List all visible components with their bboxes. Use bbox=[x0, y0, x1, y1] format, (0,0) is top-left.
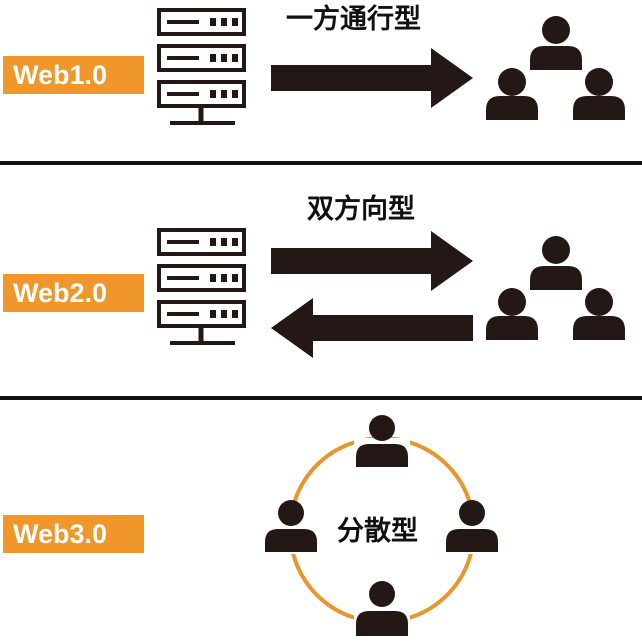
web1-title: 一方通行型 bbox=[286, 4, 421, 35]
person-icon bbox=[444, 500, 500, 554]
web1-label: Web1.0 bbox=[3, 56, 144, 94]
person-icon bbox=[486, 68, 538, 120]
network-ring bbox=[264, 415, 500, 642]
person-icon bbox=[354, 415, 410, 474]
person-icon bbox=[354, 581, 410, 642]
divider-1 bbox=[0, 161, 642, 165]
arrow-left-icon bbox=[271, 298, 473, 358]
person-icon bbox=[573, 68, 625, 120]
person-icon bbox=[264, 500, 320, 554]
server-icon bbox=[157, 228, 246, 345]
arrow-right-icon bbox=[271, 231, 473, 291]
arrow-right-icon bbox=[271, 48, 473, 108]
person-icon bbox=[530, 16, 582, 70]
person-icon bbox=[573, 288, 625, 340]
person-icon bbox=[530, 236, 582, 290]
web2-label: Web2.0 bbox=[3, 274, 144, 312]
person-icon bbox=[486, 288, 538, 340]
people-group bbox=[486, 236, 625, 340]
web2-title: 双方向型 bbox=[307, 194, 415, 225]
people-group bbox=[486, 16, 625, 120]
web3-title: 分散型 bbox=[337, 516, 418, 547]
divider-2 bbox=[0, 396, 642, 400]
web3-label: Web3.0 bbox=[3, 515, 144, 553]
server-icon bbox=[157, 8, 246, 125]
